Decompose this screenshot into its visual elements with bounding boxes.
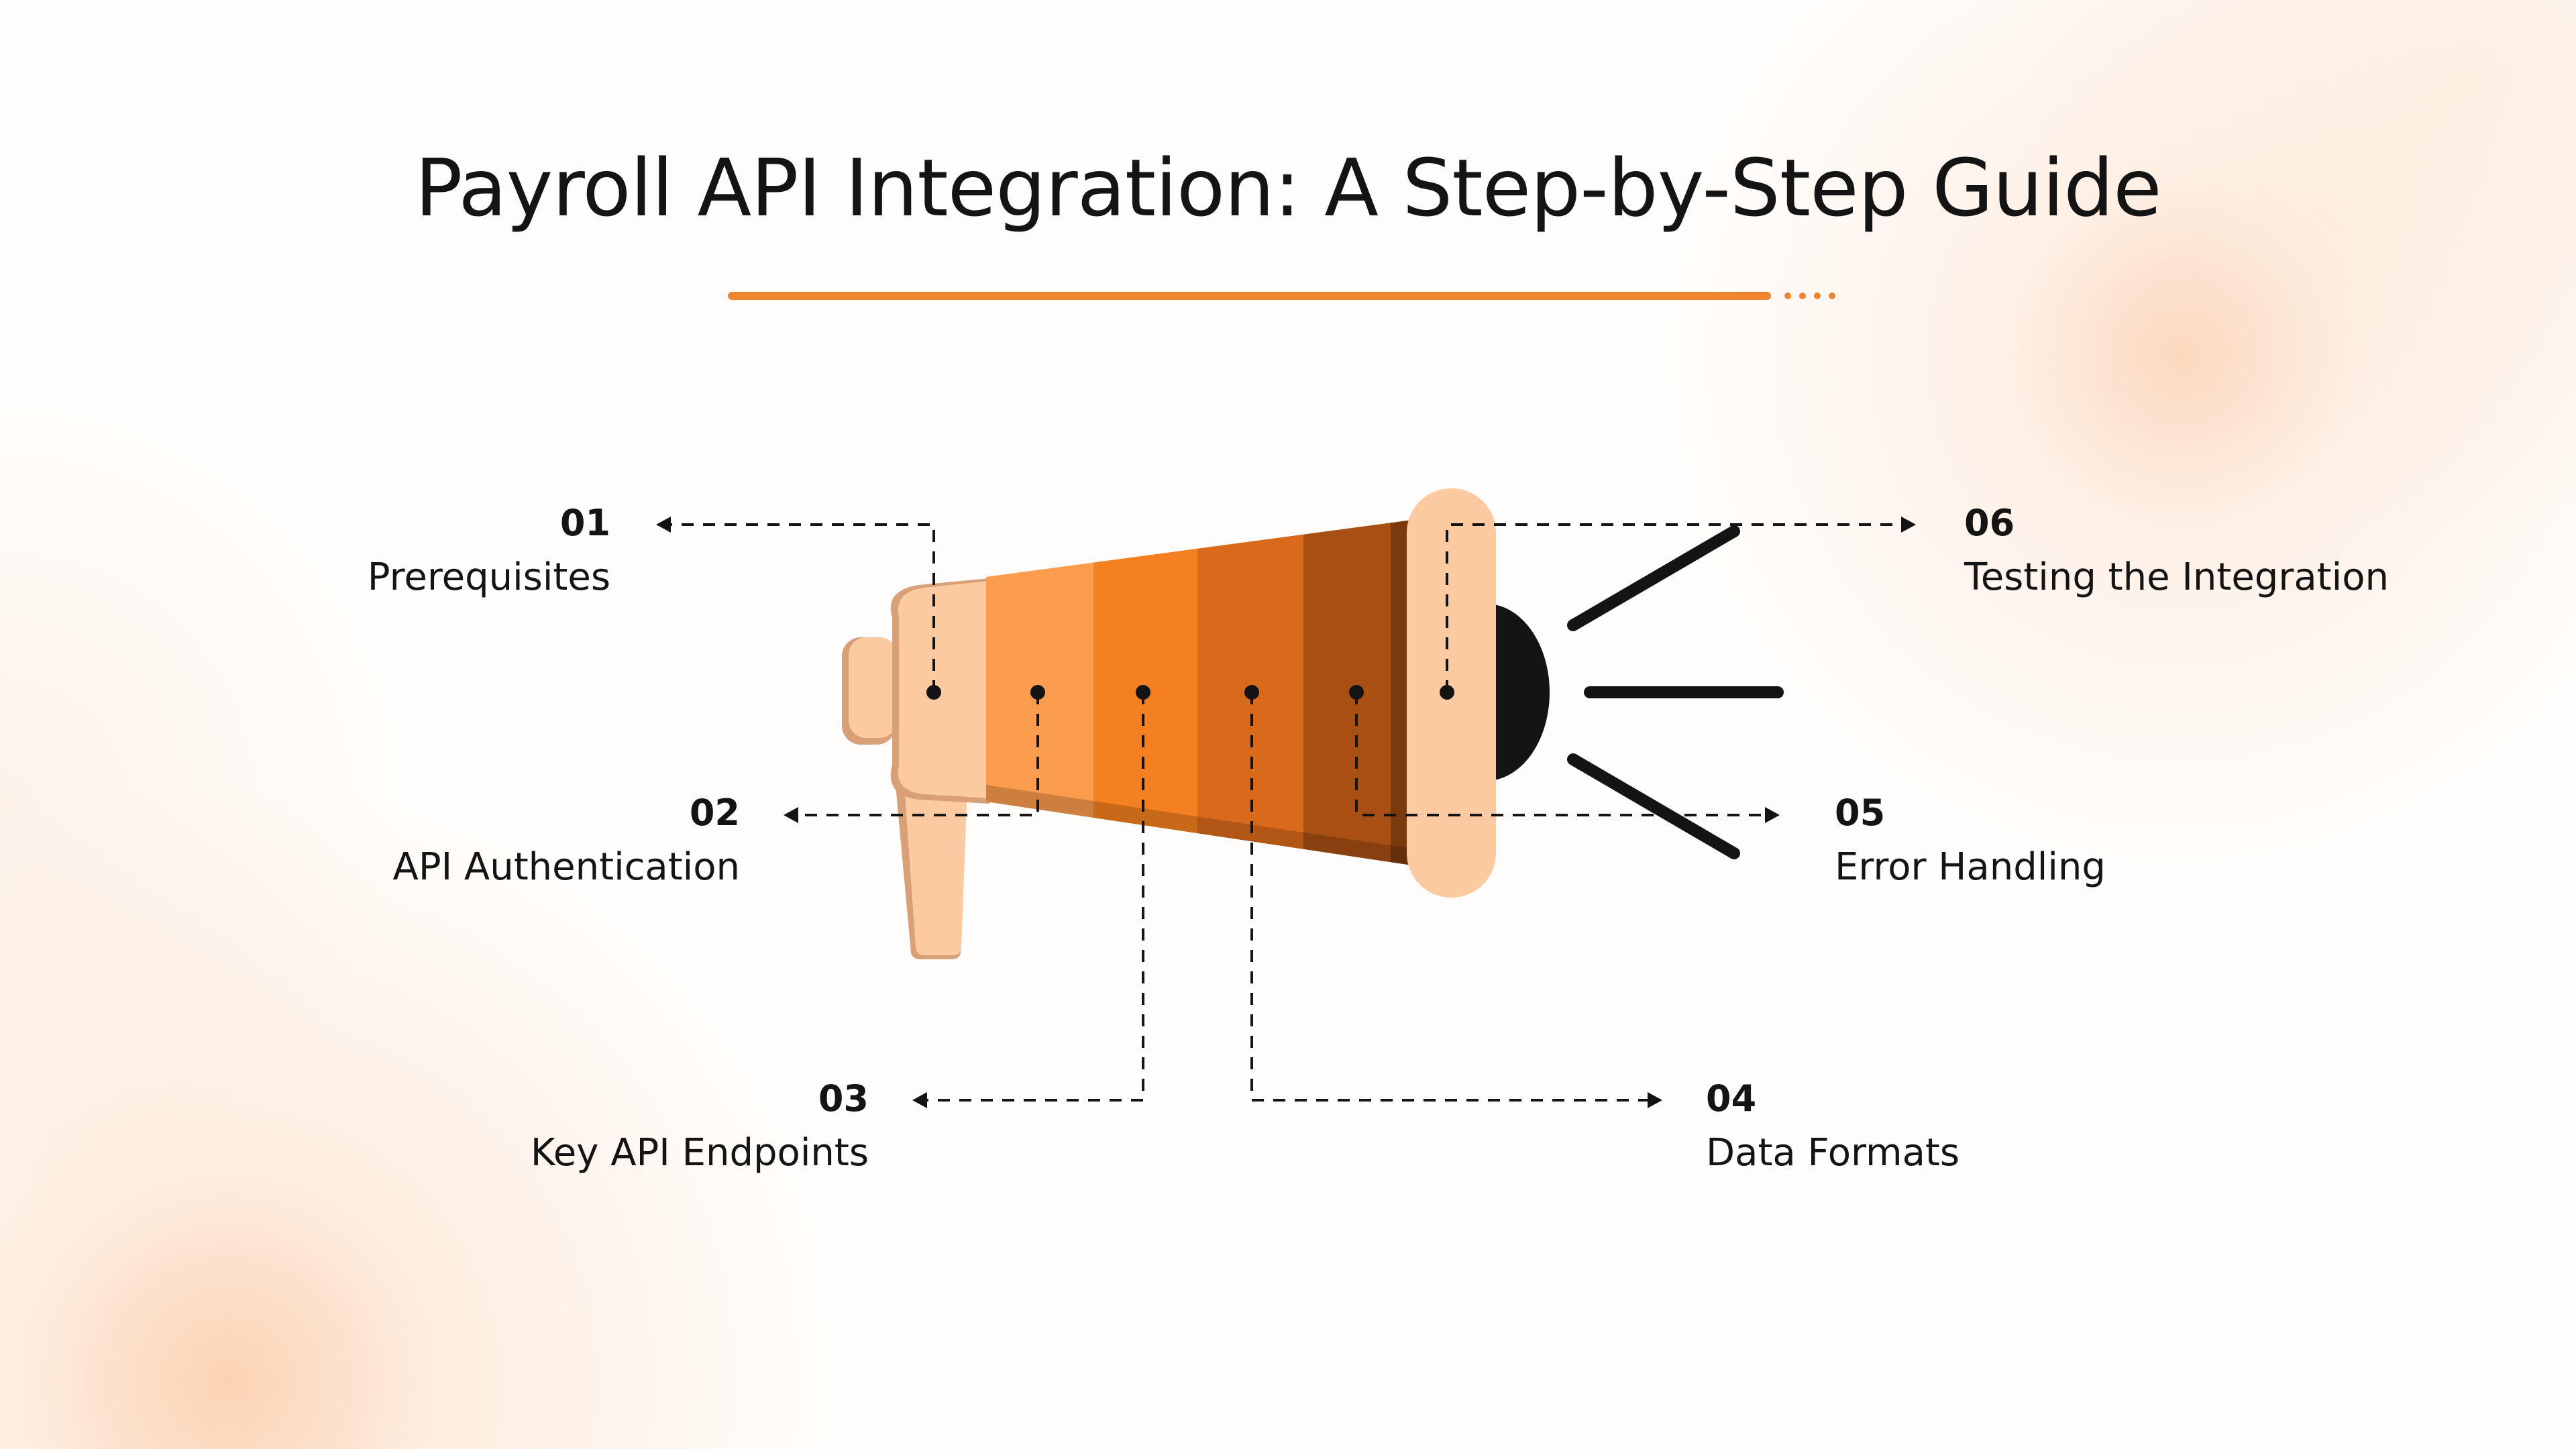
handle-body xyxy=(904,785,967,955)
connector-arrowheads xyxy=(656,517,1916,1108)
sound-lines xyxy=(1567,525,1784,859)
anchor-dot-05 xyxy=(1349,685,1364,700)
anchor-dot-04 xyxy=(1244,685,1259,700)
back-body xyxy=(898,581,989,798)
arrowhead-03 xyxy=(912,1092,927,1108)
arrowhead-02 xyxy=(784,807,798,823)
arrowhead-05 xyxy=(1765,807,1780,823)
step-06: 06 Testing the Integration xyxy=(1964,502,2389,600)
speaker-dome xyxy=(1486,604,1550,781)
underline-dot-1 xyxy=(1784,292,1791,299)
arrowhead-01 xyxy=(656,517,671,533)
anchor-dots xyxy=(926,685,1454,700)
step-01-number: 01 xyxy=(559,502,610,544)
connector-05 xyxy=(1355,692,1768,816)
megaphone-back xyxy=(842,578,989,804)
connector-06 xyxy=(1446,523,1904,692)
step-01-label: Prerequisites xyxy=(367,555,610,599)
anchor-dot-06 xyxy=(1440,685,1454,700)
anchor-dot-02 xyxy=(1030,685,1045,700)
step-04: 04 Data Formats xyxy=(1706,1077,1960,1175)
page-title: Payroll API Integration: A Step-by-Step … xyxy=(415,142,2161,234)
sound-line-bottom xyxy=(1567,753,1740,859)
step-05-label: Error Handling xyxy=(1835,845,2106,889)
underline-dot-3 xyxy=(1814,292,1821,299)
step-04-label: Data Formats xyxy=(1706,1130,1960,1175)
arrowhead-04 xyxy=(1648,1092,1662,1108)
underline-dot-4 xyxy=(1829,292,1835,299)
step-02-label: API Authentication xyxy=(392,845,740,889)
anchor-dot-03 xyxy=(1136,685,1150,700)
anchor-dot-01 xyxy=(926,685,941,700)
underline-dot-2 xyxy=(1799,292,1806,299)
step-05: 05 Error Handling xyxy=(1835,792,2106,890)
connector-03 xyxy=(924,692,1144,1102)
connector-04 xyxy=(1250,692,1650,1102)
back-cap xyxy=(849,637,897,738)
step-03-label: Key API Endpoints xyxy=(530,1130,869,1175)
title-underline xyxy=(728,292,1771,300)
connector-02 xyxy=(795,692,1039,816)
step-05-number: 05 xyxy=(1835,792,1886,834)
megaphone-handle xyxy=(896,785,967,959)
connector-01 xyxy=(667,523,935,692)
step-02: 02 API Authentication xyxy=(393,792,740,890)
arrowhead-06 xyxy=(1901,517,1916,533)
step-03-number: 03 xyxy=(818,1077,869,1120)
step-03: 03 Key API Endpoints xyxy=(531,1077,869,1175)
connector-lines xyxy=(667,523,1904,1102)
step-02-number: 02 xyxy=(689,792,740,834)
cone-band-4 xyxy=(1303,520,1391,865)
step-06-number: 06 xyxy=(1964,502,2015,544)
sound-line-top xyxy=(1567,525,1740,631)
step-04-number: 04 xyxy=(1706,1077,1757,1120)
step-06-label: Testing the Integration xyxy=(1964,555,2389,599)
step-01: 01 Prerequisites xyxy=(368,502,610,600)
